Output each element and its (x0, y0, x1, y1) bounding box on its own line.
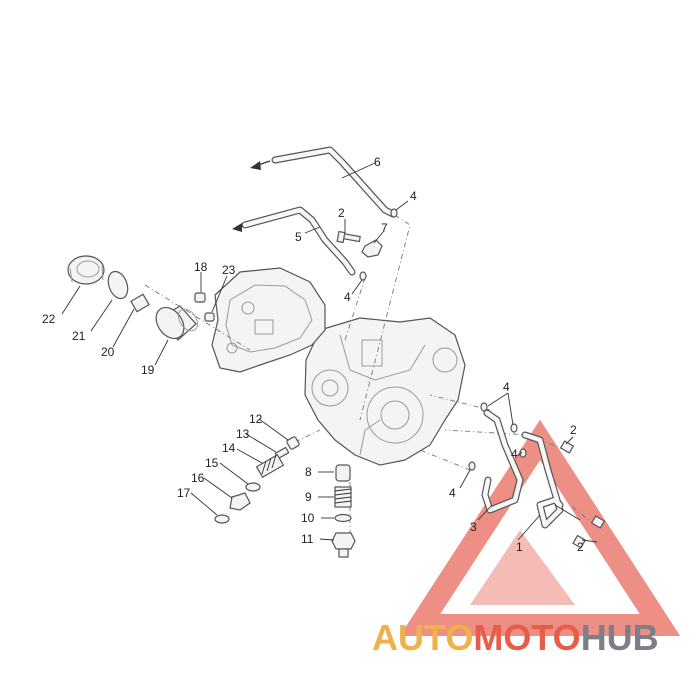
callout-14: 14 (222, 441, 236, 455)
part-12 (286, 436, 300, 450)
washer-15 (245, 482, 261, 492)
callout-18: 18 (194, 260, 208, 274)
spring-9 (334, 486, 352, 508)
oil-hose-5 (232, 206, 356, 276)
callout-9: 9 (305, 490, 312, 504)
callout-4-top: 4 (410, 189, 417, 203)
part-7 (361, 239, 383, 258)
part-8 (335, 464, 351, 482)
callout-22: 22 (42, 312, 56, 326)
callout-8: 8 (305, 465, 312, 479)
o-ring-10 (334, 513, 352, 523)
callout-6: 6 (374, 155, 381, 169)
callout-20: 20 (101, 345, 115, 359)
callout-23: 23 (222, 263, 236, 277)
watermark-auto: AUTO (372, 617, 473, 658)
crankcase (304, 317, 466, 466)
o-ring-21 (107, 270, 129, 300)
callout-2-top: 2 (338, 206, 345, 220)
watermark-logo (399, 419, 681, 636)
spring-20 (130, 293, 150, 313)
oil-line-3 (481, 409, 524, 514)
callout-2-right: 2 (570, 423, 577, 437)
watermark-moto: MOTO (473, 617, 580, 658)
oil-hose-6 (250, 146, 397, 218)
callout-5: 5 (295, 230, 302, 244)
callout-labels: 6 4 2 7 5 4 18 23 22 21 20 19 4 4 4 2 2 … (42, 155, 584, 554)
plug-11 (331, 532, 356, 558)
callout-19: 19 (141, 363, 155, 377)
filter-cover-22 (67, 255, 105, 285)
callout-4-right: 4 (503, 380, 510, 394)
screw-18 (194, 292, 206, 303)
callout-17: 17 (177, 486, 191, 500)
oil-filter-19 (155, 305, 199, 341)
callout-21: 21 (72, 329, 86, 343)
plug-16 (229, 492, 251, 511)
spring-14 (255, 453, 285, 479)
callout-15: 15 (205, 456, 219, 470)
watermark-hub: HUB (581, 617, 659, 658)
bolt-2-upper (336, 230, 361, 244)
callout-2-bottom: 2 (577, 540, 584, 554)
oil-line-1 (521, 431, 564, 529)
callout-3: 3 (470, 520, 477, 534)
callout-16: 16 (191, 471, 205, 485)
o-ring-17 (214, 514, 230, 524)
callout-11: 11 (301, 532, 314, 546)
leader-lines (61, 162, 598, 543)
screw-23 (204, 312, 215, 322)
callout-7: 7 (381, 221, 388, 235)
callout-4-mid: 4 (344, 290, 351, 304)
callout-1: 1 (516, 540, 523, 554)
bolts-2-right (559, 440, 606, 549)
watermark-text: AUTOMOTOHUB (372, 617, 659, 658)
callout-12: 12 (249, 412, 263, 426)
callout-10: 10 (301, 511, 315, 525)
callout-13: 13 (236, 427, 250, 441)
callout-4-left: 4 (449, 486, 456, 500)
o-rings-4 (359, 208, 527, 471)
callout-4-center: 4 (511, 447, 518, 461)
clutch-cover (211, 267, 326, 373)
svg-text:AUTOMOTOHUB: AUTOMOTOHUB (372, 617, 659, 658)
